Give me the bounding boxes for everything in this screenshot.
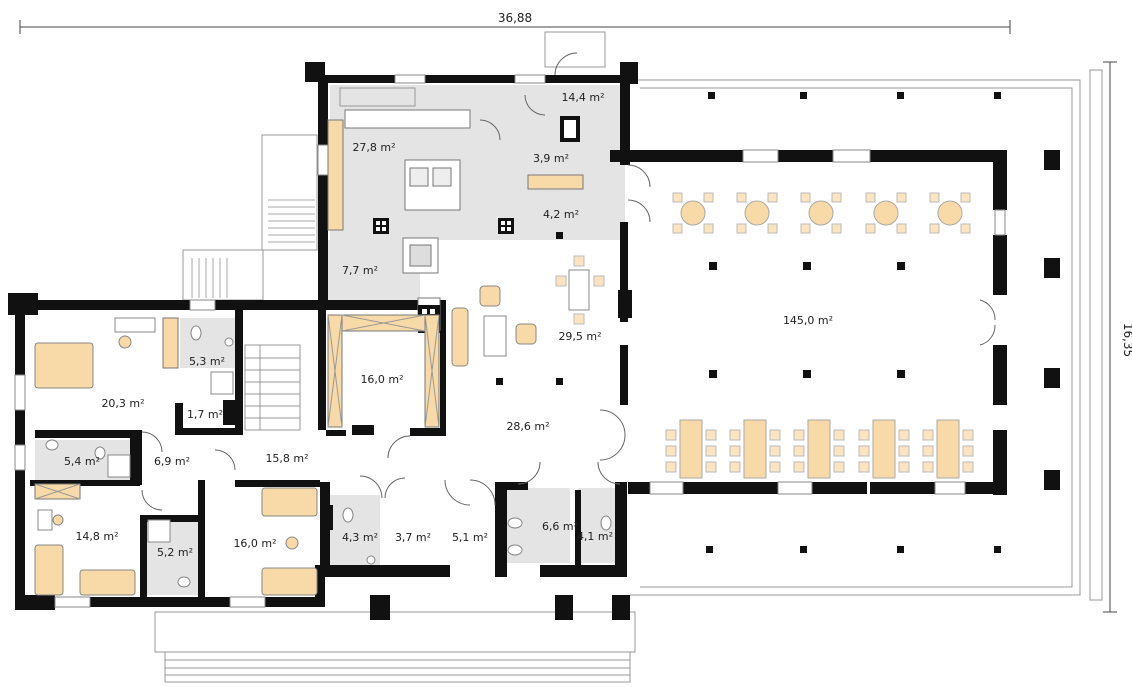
exterior-stairs: [191, 199, 315, 298]
room-label: 16,0 m²: [360, 373, 403, 386]
pillars: [496, 92, 1001, 553]
sanitary-fixtures: [45, 325, 612, 588]
room-label: 5,1 m²: [452, 531, 488, 544]
room-label: 14,4 m²: [561, 91, 604, 104]
chairs: [555, 192, 974, 473]
room-label: 7,7 m²: [342, 264, 378, 277]
door-swings: [141, 52, 996, 511]
room-label: 4,3 m²: [342, 531, 378, 544]
interior-stairs: [244, 87, 416, 431]
room-label: 28,6 m²: [506, 420, 549, 433]
room-label: 5,2 m²: [157, 546, 193, 559]
room-label: 3,7 m²: [395, 531, 431, 544]
room-label: 20,3 m²: [101, 397, 144, 410]
room-label: 145,0 m²: [783, 314, 833, 327]
room-label: 5,4 m²: [64, 455, 100, 468]
room-label: 14,8 m²: [75, 530, 118, 543]
room-label: 3,9 m²: [533, 152, 569, 165]
room-label: 6,9 m²: [154, 455, 190, 468]
room-label: 4,1 m²: [577, 530, 613, 543]
room-label: 6,6 m²: [542, 520, 578, 533]
kitchen-units: [327, 109, 584, 331]
dimension-lines: [19, 20, 1117, 613]
windows: [14, 74, 1006, 608]
width-dimension: 36,88: [498, 11, 532, 25]
furniture: [34, 269, 590, 596]
terrace-outline: [154, 31, 1103, 683]
hall-tables: [679, 200, 963, 479]
room-labels: 14,4 m² 27,8 m² 3,9 m² 4,2 m² 7,7 m² 29,…: [64, 91, 833, 559]
wardrobe-crosses: [34, 314, 440, 500]
room-label: 1,7 m²: [187, 408, 223, 421]
room-label: 15,8 m²: [265, 452, 308, 465]
room-label: 29,5 m²: [558, 330, 601, 343]
room-label: 5,3 m²: [189, 355, 225, 368]
room-label: 27,8 m²: [352, 141, 395, 154]
height-dimension: 16,35: [1121, 323, 1132, 357]
room-label: 16,0 m²: [233, 537, 276, 550]
room-label: 4,2 m²: [543, 208, 579, 221]
